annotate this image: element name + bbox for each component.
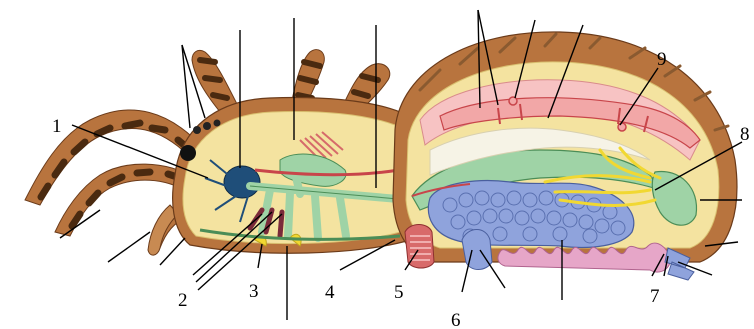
cephalothorax xyxy=(173,98,410,254)
eye xyxy=(193,126,201,134)
label-8: 8 xyxy=(740,124,750,145)
label-7: 7 xyxy=(650,286,660,307)
ostium xyxy=(618,123,626,131)
book-lung xyxy=(405,225,434,269)
eye xyxy=(180,145,196,161)
ostium xyxy=(509,97,517,105)
eye xyxy=(203,122,211,130)
label-1: 1 xyxy=(52,116,62,137)
label-5: 5 xyxy=(394,282,404,303)
label-9: 9 xyxy=(657,49,667,70)
ovary xyxy=(462,230,492,270)
eye xyxy=(214,120,221,127)
label-4: 4 xyxy=(325,282,335,303)
brain-ganglion xyxy=(224,166,260,198)
label-6: 6 xyxy=(451,310,461,329)
label-2: 2 xyxy=(178,290,188,311)
label-3: 3 xyxy=(249,281,259,302)
abdomen xyxy=(393,32,737,280)
